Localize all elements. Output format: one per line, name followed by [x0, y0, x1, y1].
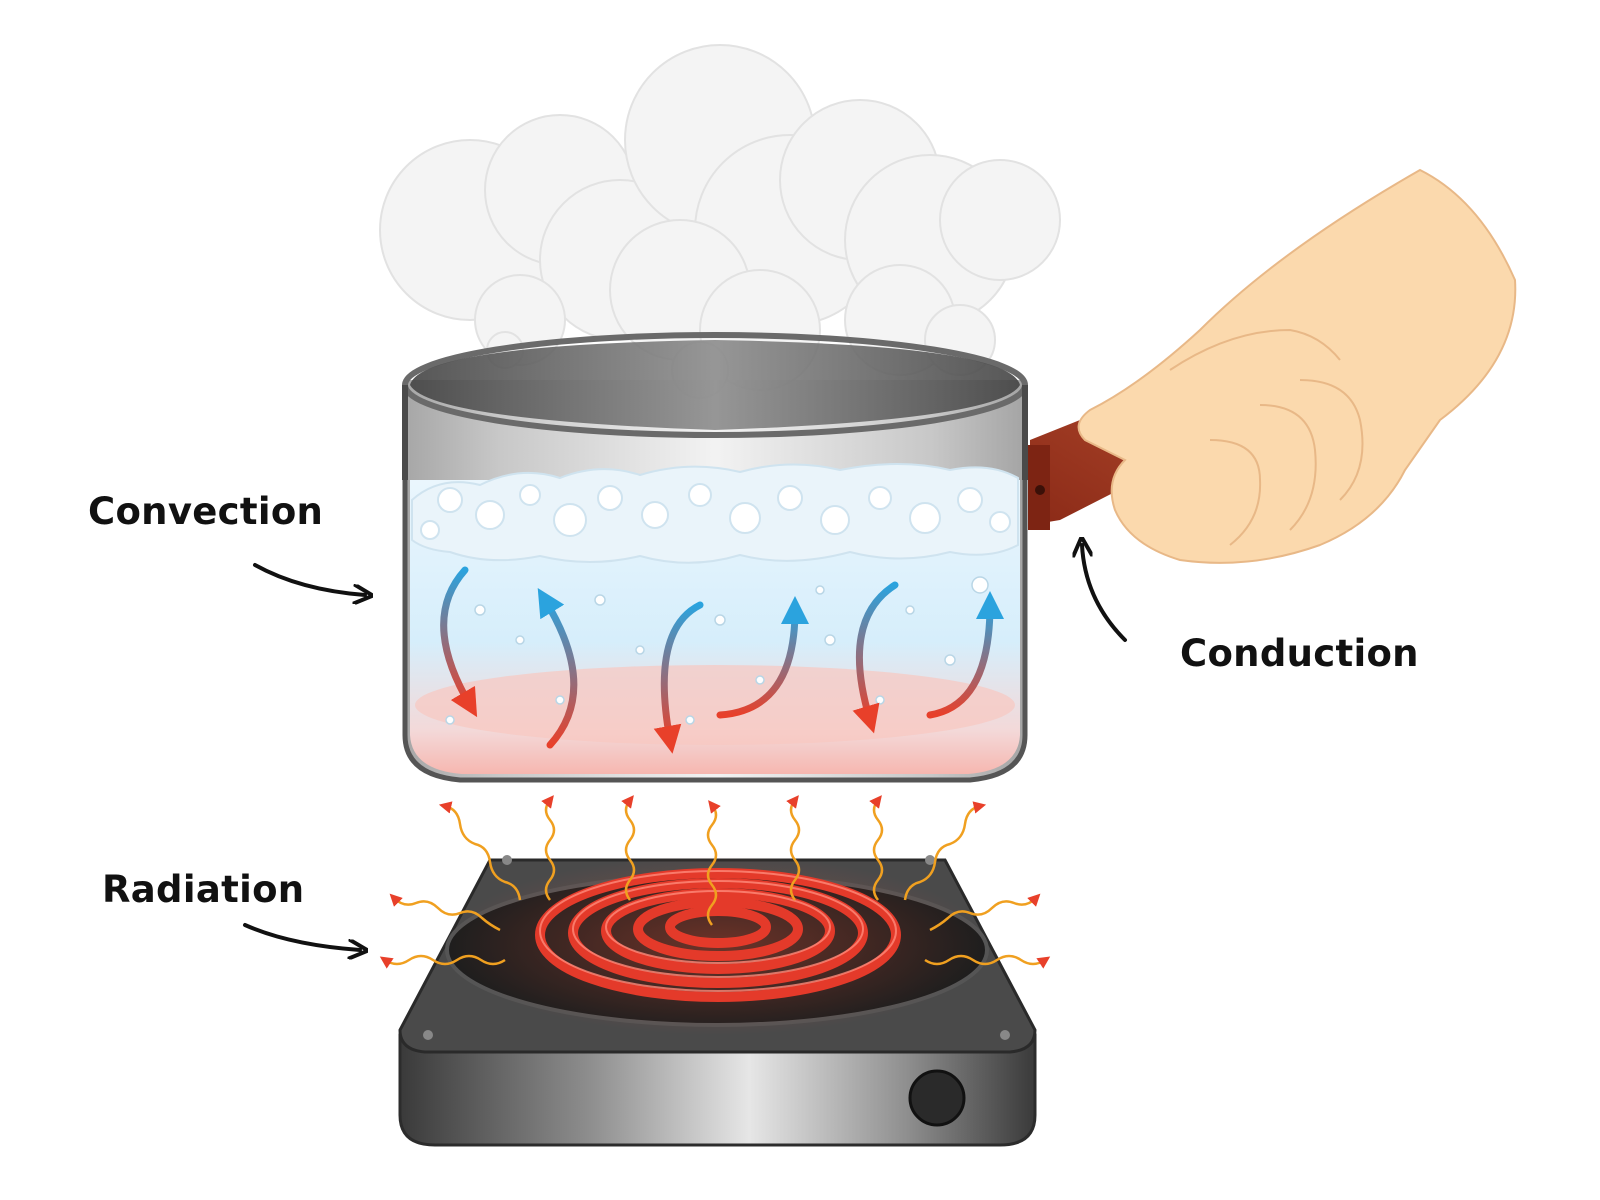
radiation-wave — [924, 954, 1051, 969]
conduction-label: Conduction — [1180, 632, 1419, 675]
radiation-wave — [869, 795, 884, 901]
convection-arrow — [716, 596, 809, 719]
radiation-pointer — [243, 923, 360, 950]
radiation-wave — [929, 893, 1041, 932]
label-pointers — [243, 545, 1127, 950]
convection-arrow — [653, 601, 704, 754]
foam — [411, 463, 1019, 564]
radiation-waves — [379, 795, 1051, 969]
radiation-wave — [621, 795, 636, 901]
hand — [1077, 168, 1517, 564]
stove-knob — [908, 1069, 966, 1127]
convection-arrows — [440, 566, 1004, 754]
convection-label: Convection — [88, 490, 324, 533]
convection-arrow — [926, 591, 1004, 719]
radiation-wave — [541, 795, 556, 901]
radiation-wave — [438, 801, 522, 901]
convection-pointer — [253, 563, 365, 595]
steam-cloud — [379, 44, 1061, 399]
conduction-pointer — [1082, 545, 1127, 642]
radiation-wave — [706, 800, 721, 926]
hot-plate — [398, 855, 1037, 1147]
radiation-wave — [786, 795, 801, 901]
radiation-label: Radiation — [102, 868, 305, 911]
convection-arrow — [852, 581, 899, 734]
radiation-wave — [903, 801, 987, 901]
convection-arrow — [440, 566, 478, 718]
convection-arrow — [537, 588, 578, 749]
radiation-wave — [379, 954, 506, 969]
radiation-wave — [389, 893, 501, 932]
